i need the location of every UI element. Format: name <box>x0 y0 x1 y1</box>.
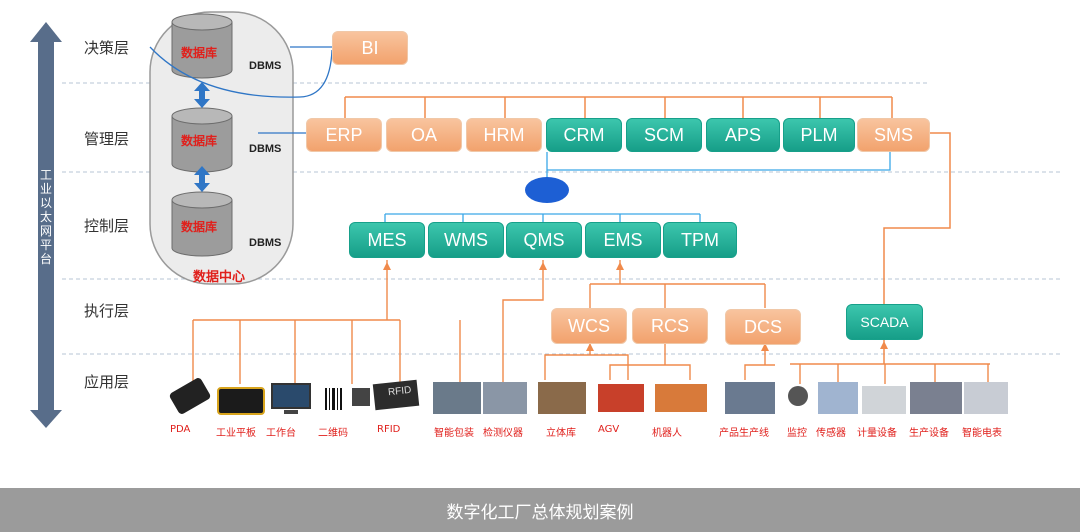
layer-label-application: 应用层 <box>84 373 130 391</box>
sms-node: SMS <box>857 118 930 152</box>
device-label-rfid: RFID <box>377 424 401 435</box>
blue-hub-lines <box>384 152 891 222</box>
layer-label-management: 管理层 <box>84 130 130 148</box>
rcs-node: RCS <box>632 308 708 344</box>
database-label-3: 数据库 <box>181 220 218 234</box>
device-label-sensor: 传感器 <box>816 428 846 439</box>
device-label-production-equipment: 生产设备 <box>909 428 949 439</box>
crm-node: CRM <box>546 118 622 152</box>
sync-arrows <box>194 82 210 192</box>
platform-label: 工业以太网平台 <box>39 168 52 266</box>
aps-node: APS <box>706 118 780 152</box>
device-label-agv: AGV <box>598 424 620 435</box>
dcs-node: DCS <box>725 309 801 345</box>
scada-node: SCADA <box>846 304 923 340</box>
layer-dividers <box>62 82 1060 355</box>
device-label-tablet: 工业平板 <box>216 428 256 439</box>
layer-label-execution: 执行层 <box>84 302 130 320</box>
device-label-workstation: 工作台 <box>266 428 296 439</box>
device-label-metering: 计量设备 <box>857 428 897 439</box>
tpm-node: TPM <box>663 222 737 258</box>
device-label-qrcode: 二维码 <box>318 428 348 439</box>
plm-node: PLM <box>783 118 855 152</box>
device-label-smart-meter: 智能电表 <box>962 428 1002 439</box>
wcs-node: WCS <box>551 308 627 344</box>
layer-label-decision: 决策层 <box>84 39 130 57</box>
platform-arrow <box>30 22 62 428</box>
database-cylinders <box>171 13 233 257</box>
qms-node: QMS <box>506 222 582 258</box>
bi-node: BI <box>332 31 408 65</box>
device-label-monitoring: 监控 <box>787 428 807 439</box>
dbms-label-1: DBMS <box>249 60 282 72</box>
erp-node: ERP <box>306 118 382 152</box>
management-bus <box>344 96 951 364</box>
dbms-label-3: DBMS <box>249 237 282 249</box>
device-label-test-instrument: 检测仪器 <box>483 428 523 439</box>
device-label-pda: PDA <box>170 424 191 435</box>
wms-node: WMS <box>428 222 504 258</box>
scm-node: SCM <box>626 118 702 152</box>
device-label-robot: 机器人 <box>652 428 682 439</box>
layer-label-control: 控制层 <box>84 217 130 235</box>
dbms-label-2: DBMS <box>249 143 282 155</box>
integration-hub <box>525 177 569 203</box>
data-center-title: 数据中心 <box>193 270 246 285</box>
oa-node: OA <box>386 118 462 152</box>
ems-node: EMS <box>585 222 661 258</box>
device-label-production-line: 产品生产线 <box>719 428 769 439</box>
device-images <box>169 378 1008 415</box>
execution-lines <box>192 260 990 384</box>
device-label-smart-packaging: 智能包装 <box>434 428 474 439</box>
database-label-2: 数据库 <box>181 134 218 148</box>
arrow-heads <box>383 262 888 351</box>
database-label-1: 数据库 <box>181 46 218 60</box>
hrm-node: HRM <box>466 118 542 152</box>
device-label-warehouse: 立体库 <box>546 428 576 439</box>
mes-node: MES <box>349 222 425 258</box>
footer-caption: 数字化工厂总体规划案例 <box>0 488 1080 532</box>
